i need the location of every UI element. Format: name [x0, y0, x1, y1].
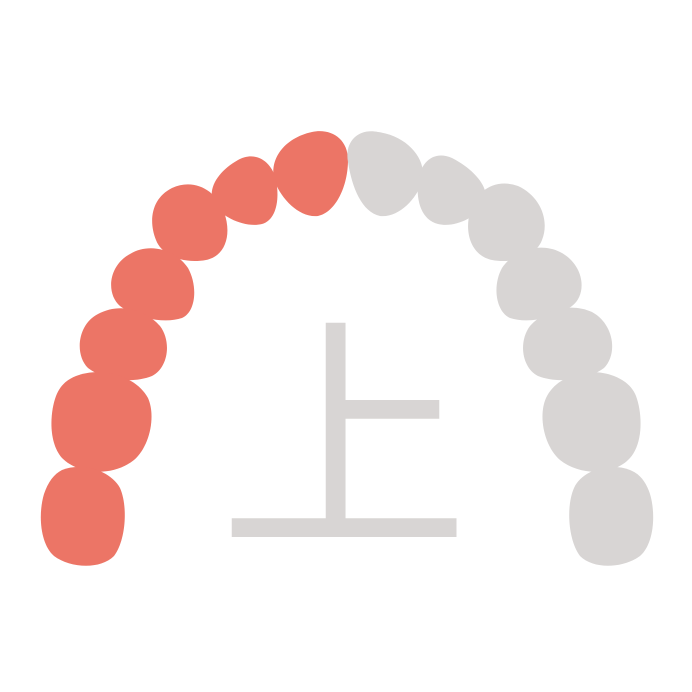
tooth-left-5[interactable]: [523, 307, 613, 381]
upper-jaw-label: 上: [219, 297, 469, 588]
tooth-right-5[interactable]: [79, 308, 167, 381]
tooth-right-2[interactable]: [211, 156, 278, 225]
tooth-right-3[interactable]: [152, 184, 228, 262]
tooth-left-6[interactable]: [542, 372, 641, 472]
tooth-right-1[interactable]: [273, 131, 348, 217]
tooth-right-4[interactable]: [111, 248, 195, 321]
tooth-left-2[interactable]: [417, 155, 486, 225]
tooth-left-4[interactable]: [496, 247, 582, 321]
tooth-right-7[interactable]: [40, 466, 125, 566]
tooth-left-3[interactable]: [468, 183, 545, 262]
tooth-left-7[interactable]: [569, 466, 654, 566]
tooth-right-6[interactable]: [51, 372, 152, 472]
tooth-left-1[interactable]: [347, 131, 424, 217]
